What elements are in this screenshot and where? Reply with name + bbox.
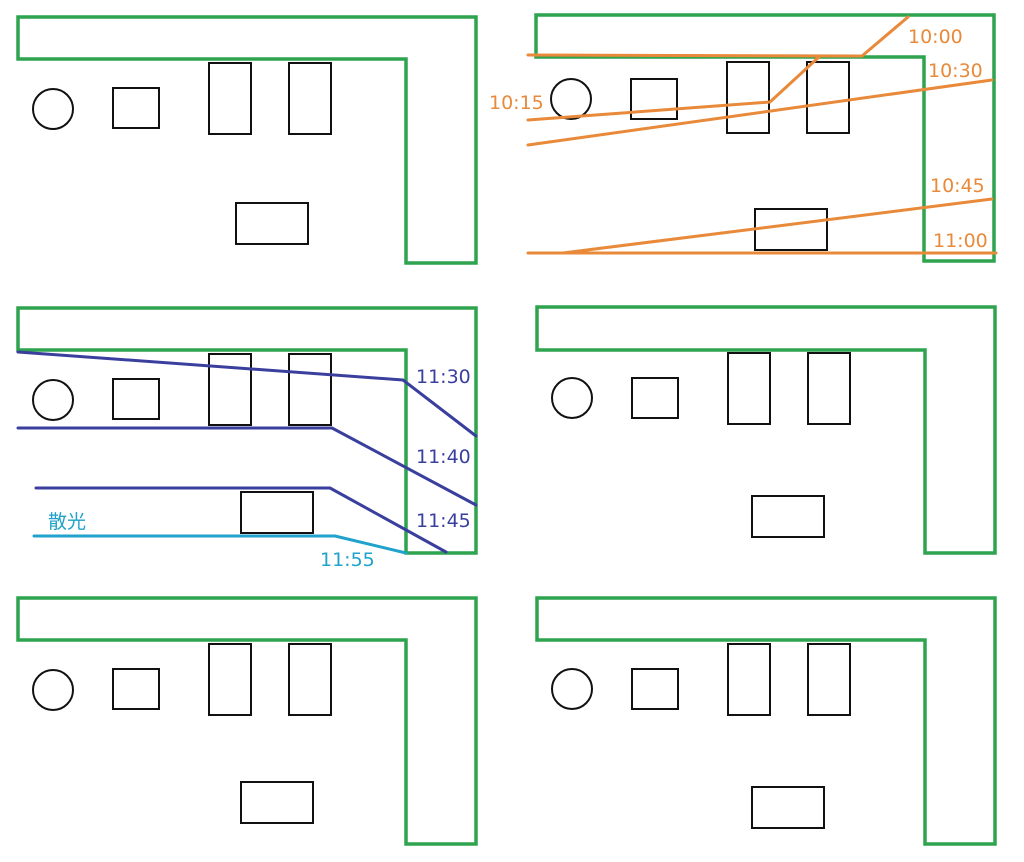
label-1130: 11:30 [416,366,471,388]
round-object [32,88,74,130]
panel-3: 11:30 11:40 11:45 11:55 散光 [16,306,478,571]
tall-box-left [727,352,771,425]
label-1030: 10:30 [928,60,983,82]
round-object [32,669,74,711]
panel-1 [16,15,478,265]
light-line-1045 [561,197,994,255]
small-box [630,78,678,120]
tall-box-left [727,643,771,716]
light-line-1030 [526,78,994,147]
l-shaped-wall [535,305,997,555]
panel-4 [535,305,997,555]
tall-box-right [806,61,850,134]
light-line-1155 [32,534,408,555]
small-box [631,668,679,710]
tall-box-right [288,353,332,426]
tall-box-left [208,353,252,426]
tall-box-left [208,643,252,716]
light-line-1015 [526,54,822,122]
small-box [631,377,679,419]
light-line-1140 [16,426,478,507]
round-object [32,379,74,421]
round-object [551,668,593,710]
light-line-1145 [34,486,448,554]
tall-box-right [288,62,332,135]
wide-box [751,495,825,538]
l-shaped-wall [534,13,996,263]
round-object [551,377,593,419]
small-box [112,378,160,420]
label-1100: 11:00 [933,230,988,252]
label-1155: 11:55 [320,549,375,571]
panel-2: 10:00 10:15 10:30 10:45 11:00 [489,13,998,263]
light-line-1000 [526,15,910,58]
light-line-1130 [16,350,478,438]
label-1015: 10:15 [489,92,544,114]
tall-box-right [807,643,851,716]
wide-box [754,208,828,251]
label-1045: 10:45 [930,175,985,197]
l-shaped-wall [16,596,478,846]
l-shaped-wall [16,15,478,265]
label-1000: 10:00 [908,26,963,48]
tall-box-right [288,643,332,716]
panel-6 [535,596,997,846]
round-object [550,78,592,120]
l-shaped-wall [535,596,997,846]
label-1145: 11:45 [416,510,471,532]
tall-box-left [208,62,252,135]
tall-box-right [807,352,851,425]
tall-box-left [726,61,770,134]
label-1140: 11:40 [416,446,471,468]
wide-box [235,202,309,245]
wide-box [240,491,314,534]
wide-box [240,781,314,824]
small-box [112,87,160,129]
panel-5 [16,596,478,846]
small-box [112,668,160,710]
wide-box [751,786,825,829]
label-diffuse-light: 散光 [48,511,86,533]
